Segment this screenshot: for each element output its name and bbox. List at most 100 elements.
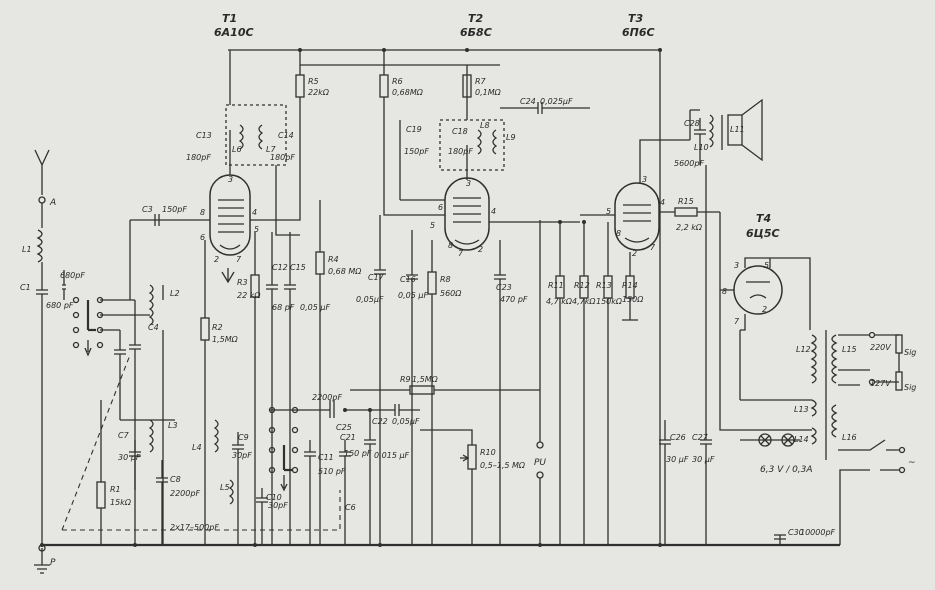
r6-value: 0,68MΩ [392,88,424,97]
c24-value: 0,025μF [540,97,573,106]
r12-label: R12 [574,281,590,290]
sig-label-2: Sig [904,383,916,392]
r6-resistor [379,74,389,98]
t2-pin4: 4 [491,207,496,216]
c25-label: C25 [336,423,352,432]
lamp-rating: 6,3 V / 0,3A [760,465,813,475]
r8-label: R8 [440,275,451,284]
l10-label: L10 [694,143,709,152]
c26-value: 30 μF [666,455,689,464]
l3-label: L3 [168,421,178,430]
r9-resistor [409,385,435,395]
c4-label: C4 [148,323,159,332]
c23-value: 470 pF [500,295,528,304]
l12-label: L12 [796,345,811,354]
c9-cap [232,432,244,545]
c25-cap [329,400,335,418]
mains-220v-terminal[interactable] [868,331,876,339]
l1-label: L1 [22,245,32,254]
t3-tube [614,182,660,251]
c9-value: 30pF [232,451,252,460]
t4-pin5: 5 [764,261,769,270]
c7-value: 30 pF [118,453,141,462]
r9-value: 1,5MΩ [412,375,439,384]
c12-cap [266,232,278,545]
c20-cap [339,440,351,545]
r15-label: R15 [678,197,694,206]
t2-pin2: 2 [478,245,483,254]
l14-label: L14 [794,435,809,444]
c1-value: 680 pF [46,301,74,310]
r14-label: R14 [622,281,638,290]
t1-ref: T1 [222,12,237,25]
c6-label: C6 [345,503,356,512]
l16-label: L16 [842,433,857,442]
t4-ref: T4 [756,212,771,225]
t2-pin3: 3 [466,179,471,188]
c27-label: C27 [692,433,709,442]
t4-pin3: 3 [734,261,739,270]
l8-label: L8 [480,121,490,130]
r8-value: 560Ω [440,289,462,298]
osc-wire [119,400,175,421]
r8-resistor [427,271,437,295]
r7-label: R7 [475,77,487,86]
c3-label: C3 [142,205,153,214]
c5-cap [114,330,126,400]
t2-pin5: 5 [430,221,435,230]
l6-label: L6 [232,145,242,154]
r4-value: 0,68 MΩ [328,267,362,276]
c30-cap [774,534,786,545]
t3-pin7: 7 [650,243,656,252]
c17-label: C17 [368,273,385,282]
mains-plug-2 [898,466,906,474]
c8-value: 2200pF [170,489,200,498]
r2-resistor [200,317,210,341]
c16-label: C16 [400,275,416,284]
r12-value: 4,7kΩ [572,297,596,306]
gang-cap-label: 2x17–500pF [170,523,219,532]
c11-cap [304,440,316,545]
sig-label-1: Sig [904,348,916,357]
c7-cap [129,440,141,490]
r10-pot [467,444,477,470]
pu-jack-top[interactable] [536,441,544,449]
r4-resistor [315,251,325,275]
c19-label: C19 [406,125,422,134]
t1-type: 6A10C [214,26,254,39]
pu-jack-bottom[interactable] [536,471,544,479]
l14-coil [810,427,817,445]
c19-value: 150pF [404,147,429,156]
r2-label: R2 [212,323,223,332]
l1-coil [36,229,43,263]
t1-pin5: 5 [254,225,259,234]
l2-label: L2 [170,289,180,298]
transformer-leads [719,290,812,431]
l5-coil [228,479,234,505]
l7-coil [258,124,264,150]
r7-value: 0,1MΩ [475,88,502,97]
c16-cap [406,230,418,545]
r15-value: 2,2 kΩ [676,223,703,232]
gang-cap-link [61,354,341,531]
l12-coil [810,334,817,384]
c9-label: C9 [238,433,249,442]
l8-coil [476,129,482,155]
l15-coil [831,334,838,384]
c8-label: C8 [170,475,181,484]
fuse-127v [895,371,903,391]
r11-value: 4,7 kΩ [546,297,573,306]
pilot-lamp-2 [781,433,795,447]
r1-label: R1 [110,485,121,494]
c17-value: 0,05μF [356,295,384,304]
t4-type: 6Ц5С [746,227,780,240]
power-switch[interactable] [838,439,900,471]
t2-pin7: 7 [458,249,464,258]
c24-label: C24 [520,97,536,106]
c13-value: 180pF [186,153,211,162]
c27-value: 30 μF [692,455,715,464]
l9-label: L9 [506,133,516,142]
if2-can [439,119,505,171]
r11-label: R11 [548,281,564,290]
